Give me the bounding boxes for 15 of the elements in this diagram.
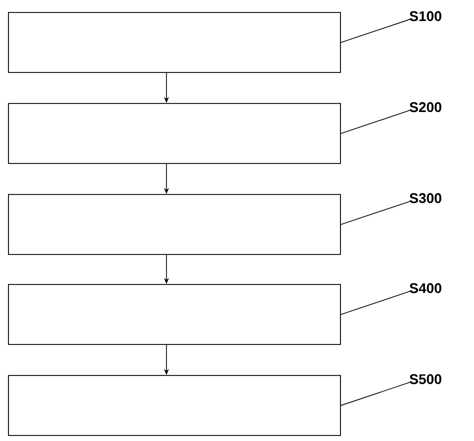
- process-box: [8, 194, 341, 255]
- process-box: [8, 375, 341, 436]
- step-label: S100: [410, 11, 442, 22]
- process-box: [8, 284, 341, 345]
- process-box: [8, 103, 341, 164]
- step-label: S200: [410, 102, 442, 112]
- leader-line: [340, 200, 410, 225]
- process-box: [8, 12, 341, 73]
- leader-line: [340, 110, 410, 134]
- step-label: S400: [410, 283, 442, 294]
- step-label: S500: [410, 374, 442, 384]
- step-label: S300: [410, 193, 442, 204]
- leader-line: [340, 382, 410, 406]
- leader-line: [340, 290, 410, 315]
- leader-line: [340, 18, 410, 43]
